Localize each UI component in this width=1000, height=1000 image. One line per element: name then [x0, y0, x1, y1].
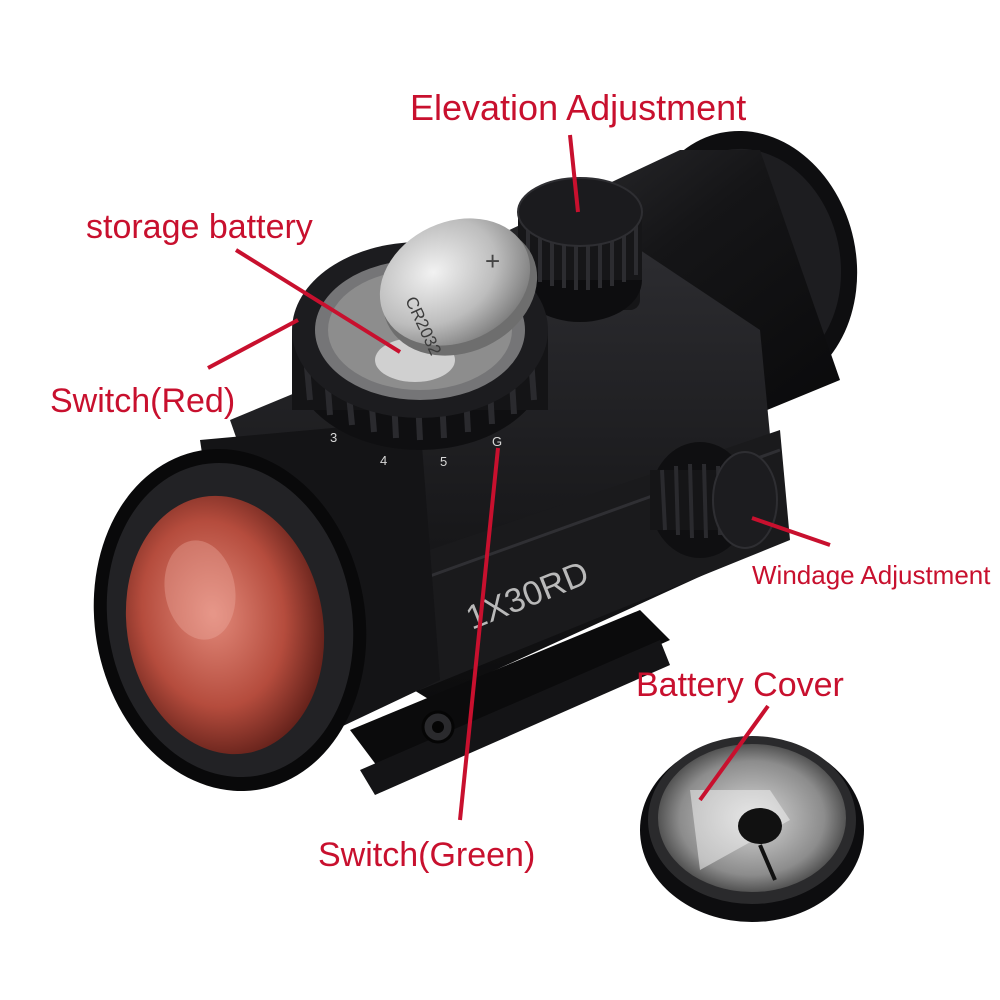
- callout-lines: [207, 134, 831, 821]
- callout-line-switch-green: [458, 447, 500, 821]
- windage-turret: [650, 442, 778, 558]
- coin-battery: CR2032 +: [379, 218, 538, 358]
- callout-windage-label: Windage Adjustment: [752, 560, 991, 590]
- mount-rail: [350, 610, 670, 795]
- callout-switch-green-label: Switch(Green): [318, 836, 536, 874]
- dial-number: 5: [440, 454, 447, 469]
- callout-battery-label: storage battery: [86, 208, 313, 246]
- callout-line-elevation: [568, 134, 580, 213]
- elevation-turret: [517, 177, 643, 322]
- callout-line-windage: [751, 516, 831, 547]
- battery-cover-part: [640, 736, 864, 922]
- callout-line-cover: [698, 704, 770, 802]
- dial-number: 3: [330, 430, 337, 445]
- dial-scale: 3 4 5 G: [330, 430, 502, 469]
- callout-battery-cover-label: Battery Cover: [636, 666, 844, 704]
- dial-number: G: [492, 434, 502, 449]
- dial-number: 4: [380, 453, 387, 468]
- plus-sign-icon: +: [485, 246, 500, 276]
- front-tube: [93, 420, 440, 792]
- objective-lens: [125, 495, 325, 755]
- callout-line-battery: [234, 248, 402, 354]
- callout-elevation-label: Elevation Adjustment: [410, 87, 747, 128]
- callout-switch-red-label: Switch(Red): [50, 382, 236, 420]
- callout-line-switch-red: [207, 318, 299, 370]
